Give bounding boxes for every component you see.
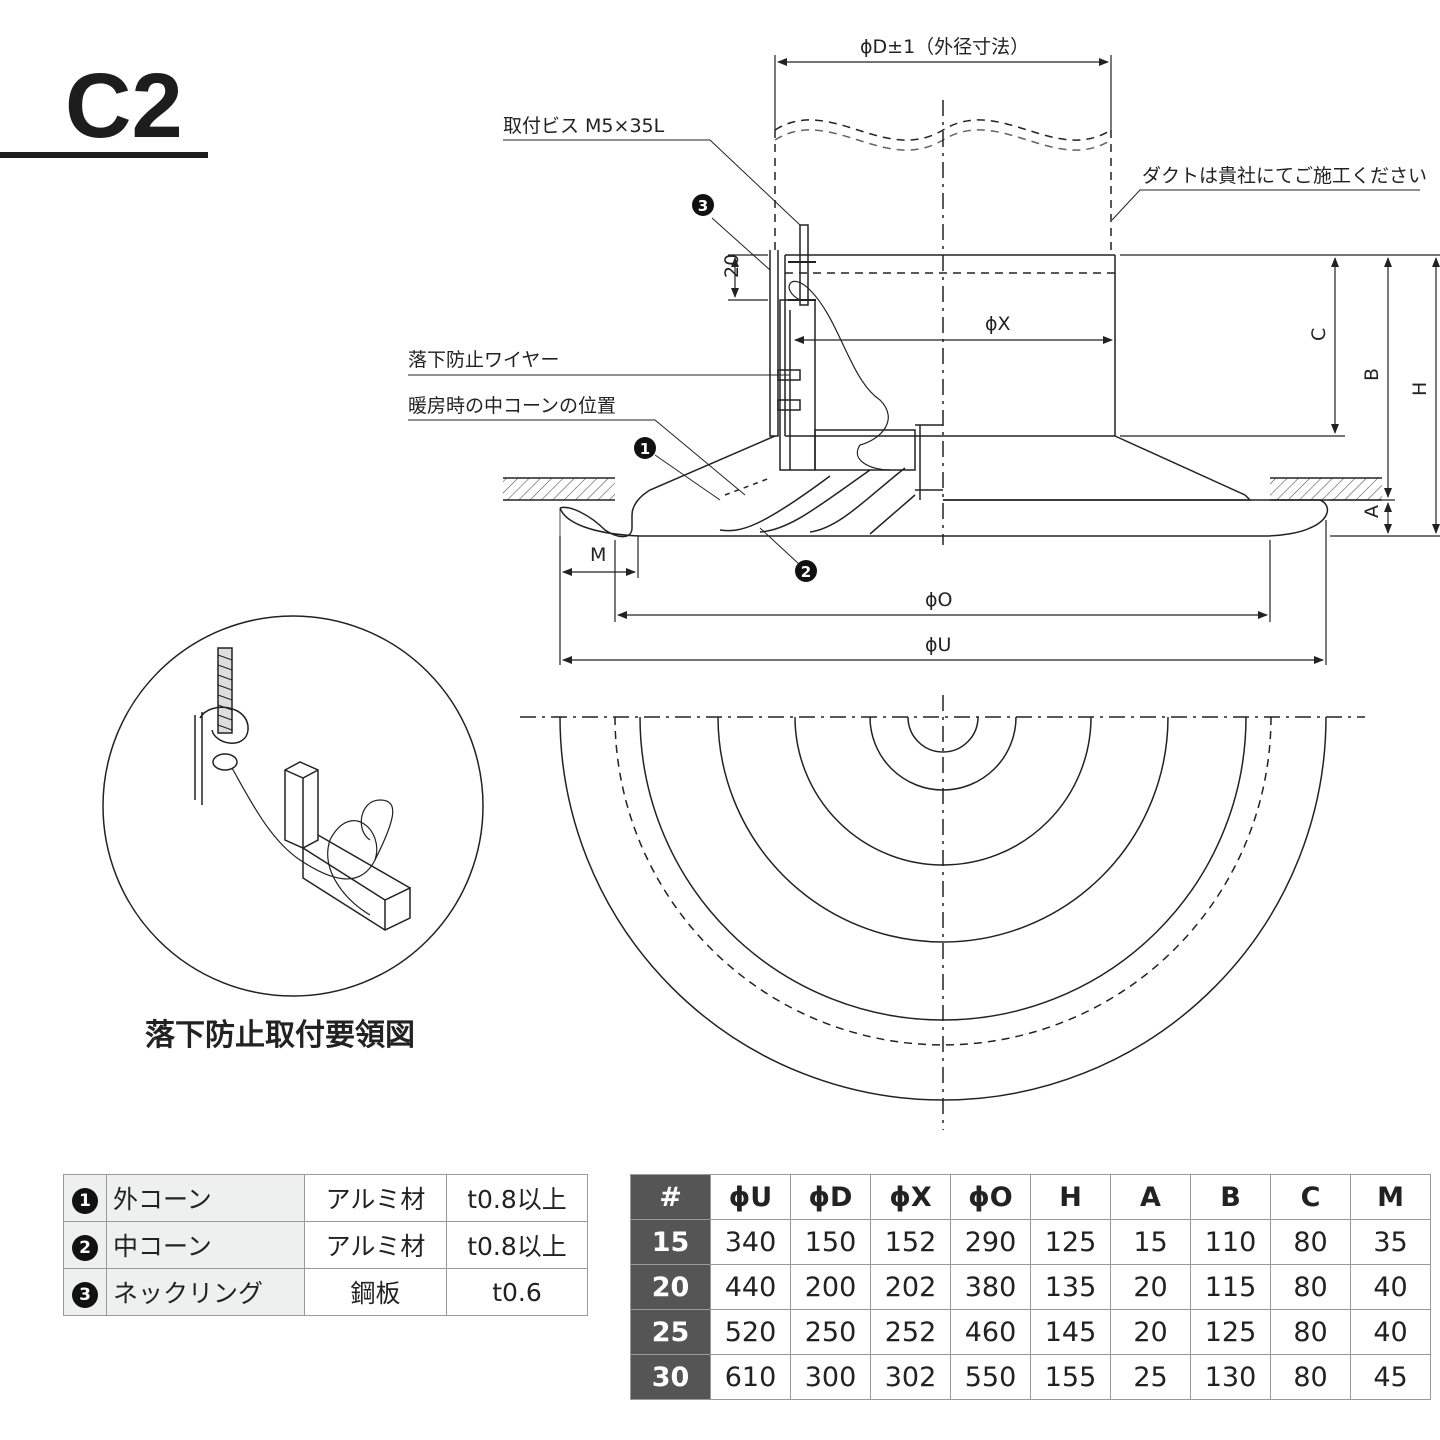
dim-a-label: A bbox=[1361, 505, 1383, 518]
duct-note-label: ダクトは貴社にてご施工ください bbox=[1142, 165, 1427, 187]
column-header: ϕD bbox=[790, 1174, 871, 1220]
table-row: 30 610 300 302 550 155 25 130 80 45 bbox=[630, 1354, 1431, 1400]
row-header: 15 bbox=[630, 1219, 711, 1265]
table-cell: 250 bbox=[790, 1309, 871, 1355]
row-header: 30 bbox=[630, 1354, 711, 1400]
table-cell: 380 bbox=[950, 1264, 1031, 1310]
table-cell: 152 bbox=[870, 1219, 951, 1265]
part-material: アルミ材 bbox=[304, 1221, 447, 1269]
column-header: ϕU bbox=[710, 1174, 791, 1220]
table-row: 3 ネックリング 鋼板 t0.6 bbox=[63, 1268, 588, 1316]
row-header: 20 bbox=[630, 1264, 711, 1310]
column-header: # bbox=[630, 1174, 711, 1220]
table-cell: 150 bbox=[790, 1219, 871, 1265]
svg-text:1: 1 bbox=[640, 440, 650, 458]
part-number: 1 bbox=[63, 1174, 107, 1222]
row-header: 25 bbox=[630, 1309, 711, 1355]
column-header: H bbox=[1030, 1174, 1111, 1220]
table-cell: 80 bbox=[1270, 1264, 1351, 1310]
wire-label: 落下防止ワイヤー bbox=[408, 349, 559, 371]
table-cell: 115 bbox=[1190, 1264, 1271, 1310]
screw-label: 取付ビス M5×35L bbox=[503, 115, 665, 137]
table-cell: 610 bbox=[710, 1354, 791, 1400]
table-cell: 80 bbox=[1270, 1219, 1351, 1265]
table-cell: 80 bbox=[1270, 1354, 1351, 1400]
part-name: ネックリング bbox=[106, 1268, 305, 1316]
table-cell: 520 bbox=[710, 1309, 791, 1355]
part-thickness: t0.8以上 bbox=[446, 1174, 588, 1222]
table-cell: 145 bbox=[1030, 1309, 1111, 1355]
cross-section bbox=[503, 100, 1382, 545]
table-cell: 155 bbox=[1030, 1354, 1111, 1400]
marker-2: 2 bbox=[795, 560, 817, 582]
table-row: 2 中コーン アルミ材 t0.8以上 bbox=[63, 1221, 588, 1269]
plan-view bbox=[520, 695, 1365, 1130]
column-header: ϕX bbox=[870, 1174, 951, 1220]
column-header: B bbox=[1190, 1174, 1271, 1220]
table-cell: 110 bbox=[1190, 1219, 1271, 1265]
dimension-table: # ϕU ϕD ϕX ϕO H A B C M 15 340 150 152 2… bbox=[630, 1174, 1431, 1400]
svg-text:2: 2 bbox=[801, 563, 811, 581]
heating-position-label: 暖房時の中コーンの位置 bbox=[408, 395, 616, 417]
table-cell: 125 bbox=[1030, 1219, 1111, 1265]
table-cell: 302 bbox=[870, 1354, 951, 1400]
marker-3: 3 bbox=[692, 194, 714, 216]
table-cell: 300 bbox=[790, 1354, 871, 1400]
table-cell: 135 bbox=[1030, 1264, 1111, 1310]
table-row: 1 外コーン アルミ材 t0.8以上 bbox=[63, 1174, 588, 1222]
table-cell: 460 bbox=[950, 1309, 1031, 1355]
table-header-row: # ϕU ϕD ϕX ϕO H A B C M bbox=[630, 1174, 1431, 1220]
column-header: ϕO bbox=[950, 1174, 1031, 1220]
table-cell: 125 bbox=[1190, 1309, 1271, 1355]
column-header: A bbox=[1110, 1174, 1191, 1220]
page-title: C2 bbox=[65, 55, 183, 157]
table-cell: 200 bbox=[790, 1264, 871, 1310]
dim-b-label: B bbox=[1361, 368, 1383, 381]
part-thickness: t0.6 bbox=[446, 1268, 588, 1316]
part-thickness: t0.8以上 bbox=[446, 1221, 588, 1269]
table-cell: 20 bbox=[1110, 1309, 1191, 1355]
detail-caption: 落下防止取付要領図 bbox=[145, 1018, 415, 1053]
table-cell: 40 bbox=[1350, 1309, 1431, 1355]
part-number: 3 bbox=[63, 1268, 107, 1316]
table-cell: 252 bbox=[870, 1309, 951, 1355]
phi-u-label: ϕU bbox=[925, 634, 951, 656]
table-cell: 35 bbox=[1350, 1219, 1431, 1265]
table-cell: 340 bbox=[710, 1219, 791, 1265]
column-header: M bbox=[1350, 1174, 1431, 1220]
svg-text:3: 3 bbox=[698, 197, 708, 215]
table-cell: 40 bbox=[1350, 1264, 1431, 1310]
fall-prevention-detail bbox=[102, 615, 484, 997]
outer-diameter-label: ϕD±1（外径寸法） bbox=[860, 36, 1029, 58]
phi-o-label: ϕO bbox=[925, 589, 953, 611]
dim-c-label: C bbox=[1308, 328, 1330, 341]
table-cell: 130 bbox=[1190, 1354, 1271, 1400]
parts-table: 1 外コーン アルミ材 t0.8以上 2 中コーン アルミ材 t0.8以上 3 … bbox=[63, 1174, 588, 1316]
dimension-lines bbox=[408, 55, 1440, 665]
marker-1: 1 bbox=[634, 437, 656, 459]
diffuser-drawing: C2 bbox=[0, 36, 1440, 1130]
part-name: 外コーン bbox=[106, 1174, 305, 1222]
table-cell: 20 bbox=[1110, 1264, 1191, 1310]
table-cell: 45 bbox=[1350, 1354, 1431, 1400]
part-material: アルミ材 bbox=[304, 1174, 447, 1222]
table-cell: 15 bbox=[1110, 1219, 1191, 1265]
part-number: 2 bbox=[63, 1221, 107, 1269]
phi-x-label: ϕX bbox=[985, 313, 1011, 335]
table-cell: 290 bbox=[950, 1219, 1031, 1265]
table-row: 25 520 250 252 460 145 20 125 80 40 bbox=[630, 1309, 1431, 1355]
part-name: 中コーン bbox=[106, 1221, 305, 1269]
table-row: 15 340 150 152 290 125 15 110 80 35 bbox=[630, 1219, 1431, 1265]
table-cell: 550 bbox=[950, 1354, 1031, 1400]
table-cell: 25 bbox=[1110, 1354, 1191, 1400]
table-row: 20 440 200 202 380 135 20 115 80 40 bbox=[630, 1264, 1431, 1310]
table-cell: 440 bbox=[710, 1264, 791, 1310]
table-cell: 80 bbox=[1270, 1309, 1351, 1355]
table-cell: 202 bbox=[870, 1264, 951, 1310]
part-material: 鋼板 bbox=[304, 1268, 447, 1316]
dim-h-label: H bbox=[1409, 382, 1431, 396]
column-header: C bbox=[1270, 1174, 1351, 1220]
dim-m-label: M bbox=[590, 544, 606, 566]
dim-20-label: 20 bbox=[721, 254, 743, 278]
